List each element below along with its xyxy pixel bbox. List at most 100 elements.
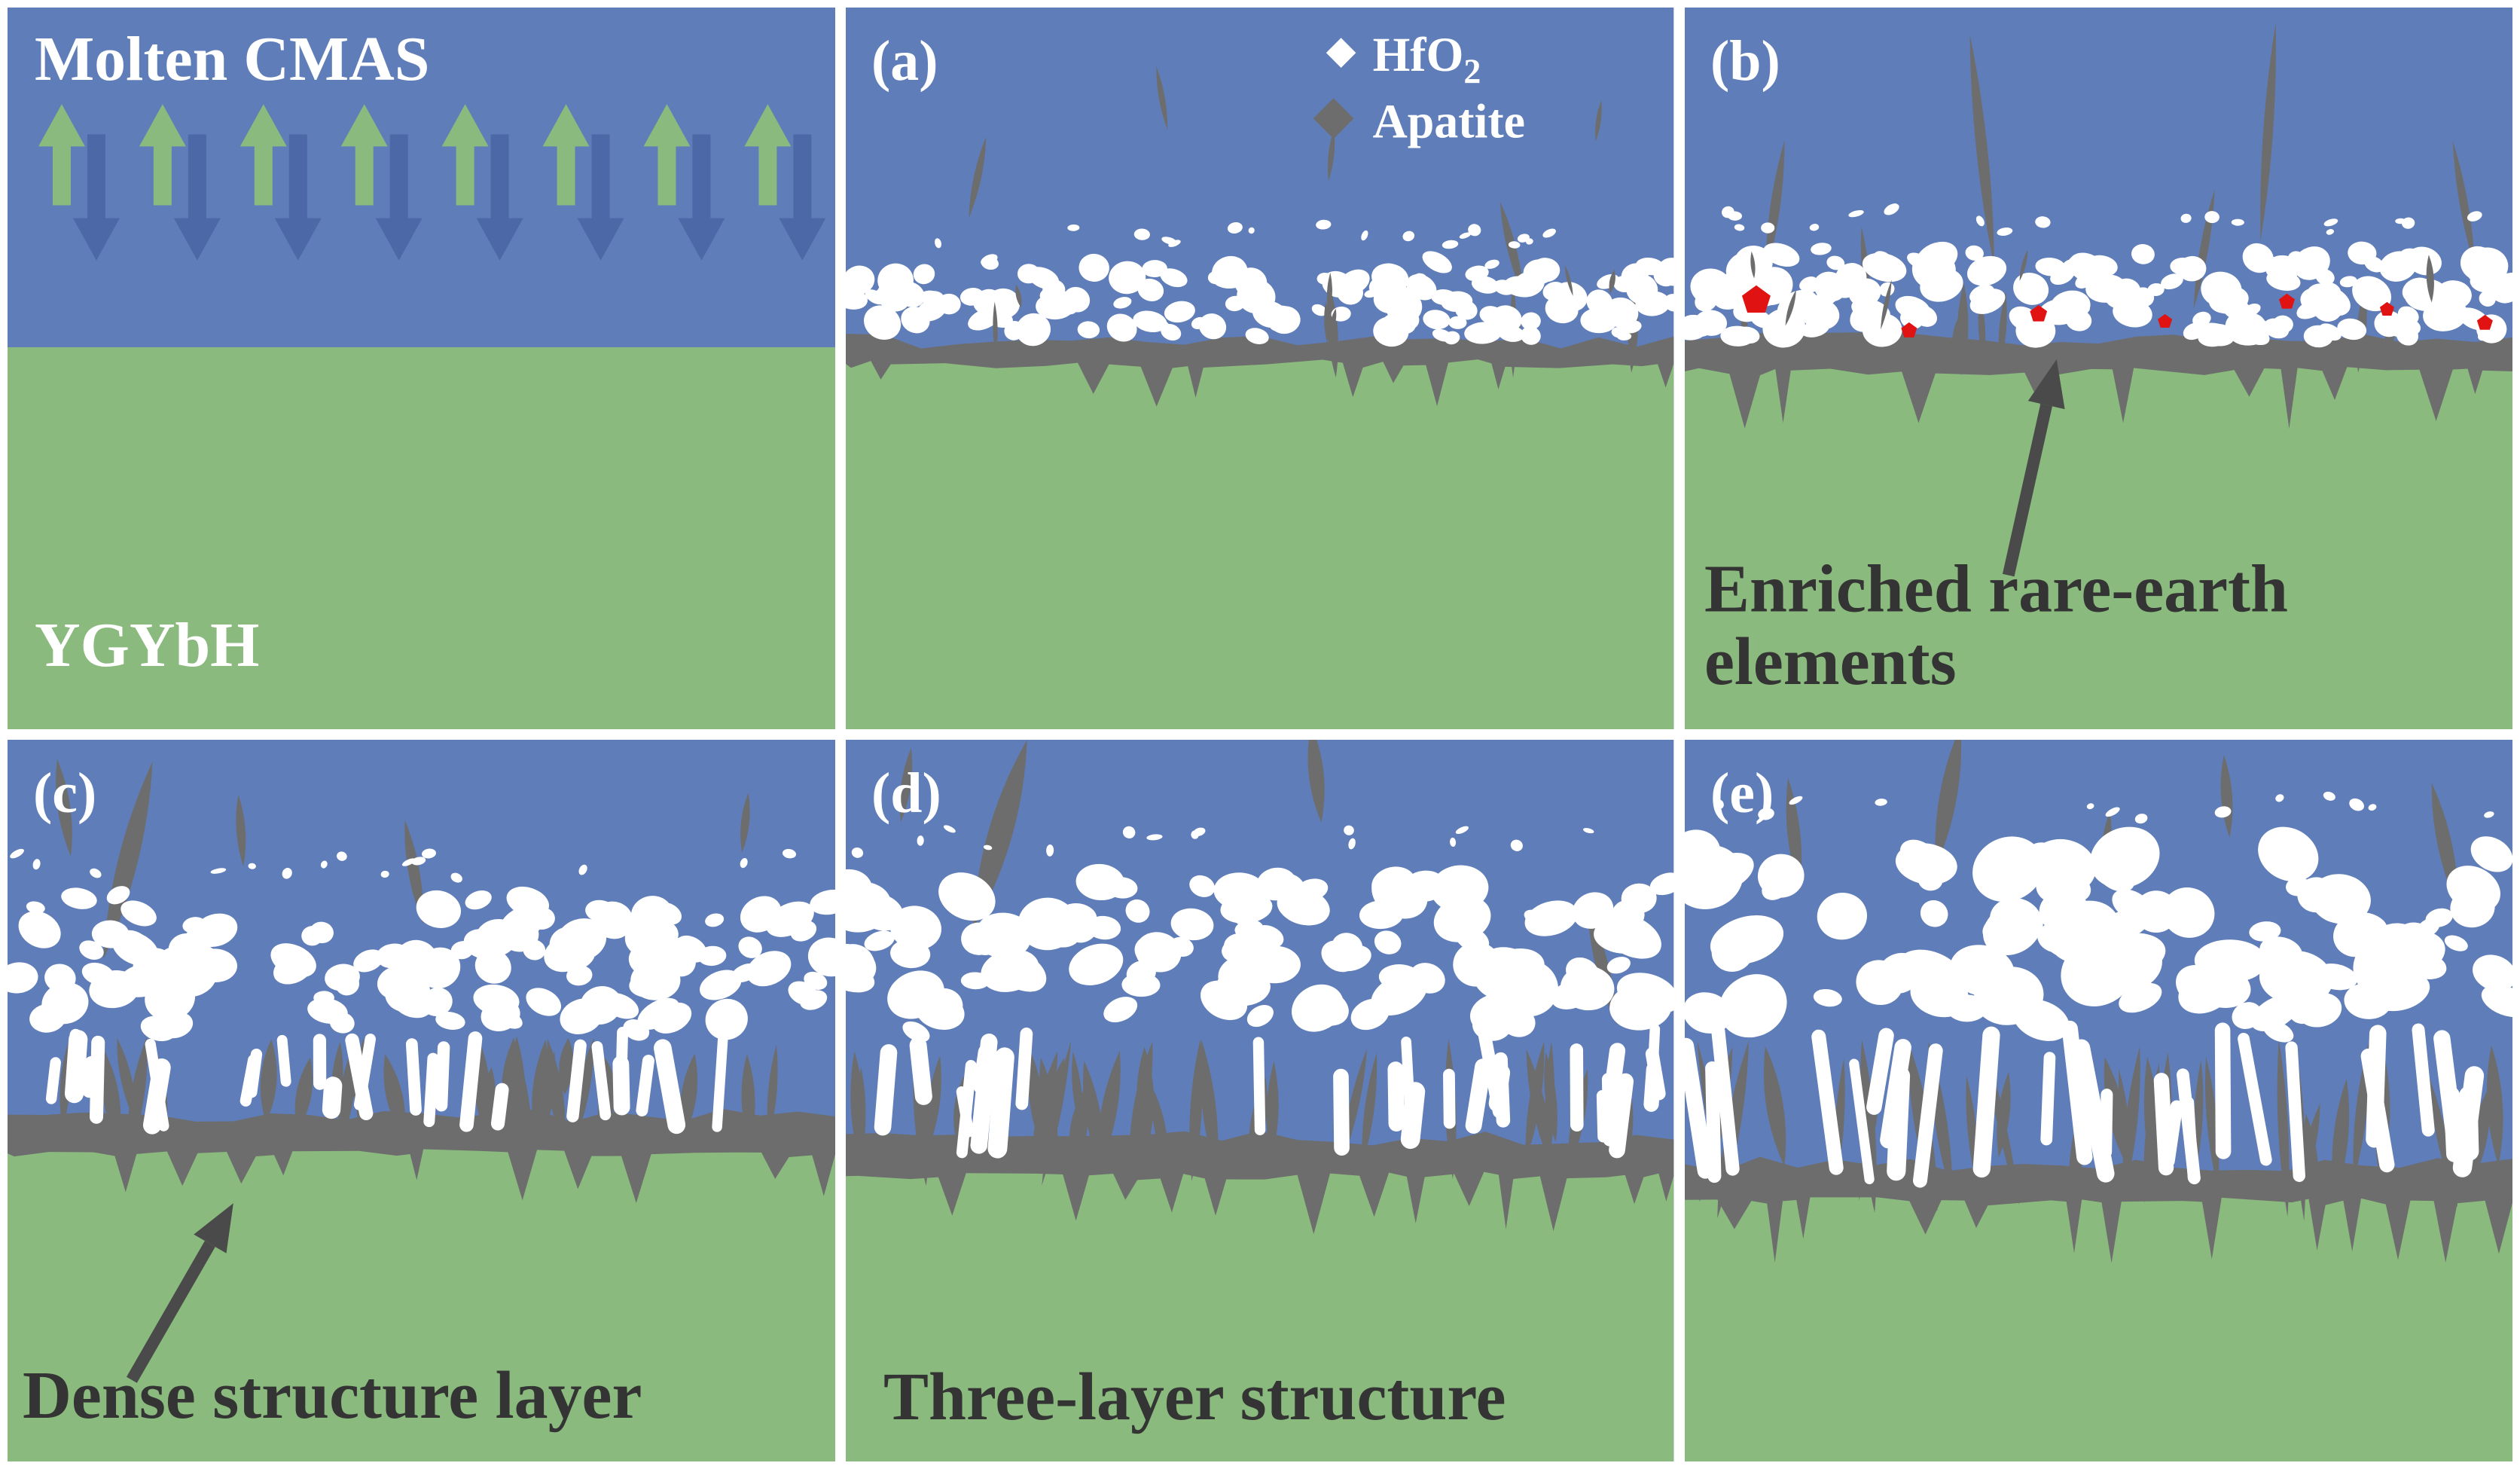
hfo2-blob [32, 859, 41, 870]
white-column [1401, 1082, 1426, 1150]
hfo2-blob [740, 857, 748, 869]
white-column [1489, 1064, 1511, 1112]
ygybh-coating-region [1684, 1193, 2512, 1461]
apatite-crystal [2452, 140, 2475, 267]
apatite-crystal [2259, 23, 2276, 242]
interdiffusion-arrows [38, 104, 826, 261]
hfo2-blob [2285, 877, 2311, 896]
hfo2-blob [1199, 313, 1227, 340]
hfo2-blob [1440, 875, 1483, 910]
hfo2-blob [1113, 297, 1132, 309]
hfo2-blob [1583, 828, 1594, 834]
hfo2-blob [1069, 918, 1098, 943]
hfo2-blob [270, 943, 316, 978]
hfo2-blob [473, 984, 520, 1015]
hfo2-blob [145, 976, 196, 1022]
diffusion-arrow-down [577, 134, 624, 261]
hfo2-blob [2036, 924, 2070, 953]
ygybh-coating-region [846, 350, 1674, 729]
hfo2-blob [2402, 277, 2433, 304]
hfo2-blob [1727, 211, 1742, 221]
hfo2-blob [1442, 240, 1459, 249]
hfo2-blob [1714, 799, 1724, 809]
hfo2-blob [2351, 276, 2391, 312]
hfo2-blob [1884, 203, 1897, 212]
hfo2-blob [1978, 258, 2006, 280]
hfo2-blob [578, 864, 587, 875]
hfo2-blob [2177, 255, 2207, 282]
ygybh-coating-region [8, 1144, 836, 1461]
dense-structure-layer-label: Dense structure layer [23, 1358, 642, 1433]
hfo2-blob [390, 982, 434, 1019]
white-column [322, 1077, 343, 1119]
hfo2-blob [566, 965, 593, 986]
diffusion-arrow-down [173, 134, 221, 261]
panel-b: (b) Enriched rare-earth elements [1684, 8, 2512, 729]
hfo2-blob [523, 939, 546, 960]
hfo2-blob [1734, 224, 1744, 231]
white-column [1912, 1043, 1943, 1188]
apatite-shard [2486, 1045, 2503, 1166]
hfo2-blob [1134, 228, 1151, 240]
hfo2-blob [1146, 834, 1163, 841]
apatite-crystal [900, 747, 913, 823]
diffusion-arrow-down [274, 134, 322, 261]
hfo2-blob [1875, 799, 1887, 806]
hfo2-blob [633, 963, 669, 989]
hfo2-blob [2296, 299, 2325, 319]
hfo2-blob [2374, 310, 2403, 337]
hfo2-blob [602, 992, 639, 1019]
white-column [423, 1052, 439, 1128]
panel-a-label: (a) [871, 29, 938, 93]
apatite-crystal [1935, 740, 1961, 867]
hfo2-blob [2446, 866, 2500, 913]
hfo2-blob [1371, 866, 1416, 902]
hfo2-blob [1684, 992, 1731, 1034]
hfo2-blob [1312, 304, 1328, 316]
hfo2-blob [1339, 269, 1370, 295]
hfo2-blob [1684, 844, 1744, 909]
hfo2-blob [1694, 310, 1727, 336]
hfo2-blob [2231, 218, 2244, 226]
hfo2-blob [320, 860, 328, 869]
apatite-shard [856, 1067, 866, 1161]
apatite-shard [741, 1053, 755, 1146]
panel-e-label: (e) [1710, 762, 1774, 825]
hfo2-blob [1607, 308, 1632, 325]
apatite-shard [2427, 1072, 2457, 1208]
white-column [1333, 1068, 1350, 1156]
hfo2-blob [1553, 282, 1588, 312]
hfo2-blob [651, 1002, 692, 1034]
hfo2-blob [556, 918, 607, 961]
hfo2-blob [1316, 219, 1332, 230]
apatite-shard [1267, 1061, 1279, 1161]
hfo2-blob [2397, 306, 2419, 325]
diffusion-arrow-down [72, 134, 120, 261]
hfo2-blob [897, 294, 914, 305]
hfo2-blob [2200, 271, 2242, 307]
hfo2-blob [1134, 935, 1176, 968]
hfo2-blob [917, 835, 925, 846]
white-column [1811, 1029, 1844, 1175]
hfo2-blob [1422, 251, 1453, 273]
hfo2-blob [1573, 892, 1614, 929]
apatite-shard [2277, 1039, 2290, 1217]
white-column [2458, 1086, 2479, 1161]
hfo2-blob [81, 962, 114, 986]
hfo2-blob [2012, 272, 2049, 305]
apatite-shard [1200, 1040, 1219, 1177]
white-column [2214, 1022, 2232, 1159]
hfo2-blob [526, 988, 562, 1016]
white-column [2072, 1039, 2115, 1183]
rare-earth-particle [1900, 322, 1917, 337]
hfo2-blob [1245, 328, 1269, 344]
hfo2-blob [1910, 972, 1969, 1018]
hfo2-blob [2467, 211, 2482, 221]
white-column [459, 1031, 483, 1132]
hfo2-blob [2248, 921, 2281, 942]
hfo2-blob [1016, 313, 1051, 347]
hfo2-blob [1848, 209, 1864, 218]
white-column [1466, 1058, 1492, 1134]
diffusion-arrow-down [779, 134, 826, 261]
panel-d: (d) Three-layer structure [846, 740, 1674, 1461]
